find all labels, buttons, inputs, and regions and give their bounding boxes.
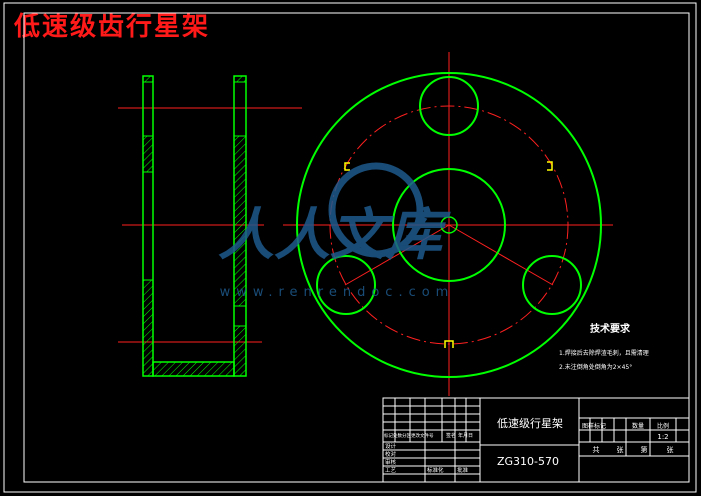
role-process: 工艺 — [385, 467, 397, 474]
sheet-total-unit: 张 — [617, 445, 624, 454]
role-standard: 标准化 — [427, 466, 444, 474]
watermark-text: 人人文库 — [218, 203, 451, 268]
title-block-text: 低速级行星架 ZG310-570 图样标记 数量 比例 1:2 共 张 第 张 … — [384, 417, 674, 474]
bolt-mark-left — [344, 162, 350, 171]
tech-req-item-1: 1.焊接后去除焊渣毛刺，且需清理 — [559, 349, 649, 357]
role-check: 校对 — [385, 450, 397, 458]
tech-requirements: 技术要求 1.焊接后去除焊渣毛刺，且需清理 2.未注倒角处倒角为2×45° — [559, 322, 649, 371]
watermark-logo-ring — [328, 162, 424, 258]
tech-req-heading: 技术要求 — [590, 322, 631, 335]
left-hatch-2 — [142, 279, 154, 377]
right-plate-cap — [233, 75, 247, 83]
sign-row-signature: 签名 — [446, 432, 456, 439]
role-approve: 批准 — [457, 466, 469, 474]
outer-border — [3, 2, 697, 493]
header-qty: 数量 — [632, 422, 644, 430]
sign-row-date: 年月日 — [458, 432, 473, 439]
planet-hole-lower-left — [316, 255, 376, 315]
header-marks: 图样标记 — [582, 422, 606, 430]
watermark: 人人文库 www.renrendoc.com — [218, 162, 455, 300]
hub-outer — [392, 168, 506, 282]
role-design: 设计 — [385, 442, 397, 450]
tech-req-item-2: 2.未注倒角处倒角为2×45° — [559, 363, 632, 371]
drawing-title: 低速级齿行星架 — [14, 12, 211, 42]
planet-hole-top — [419, 76, 479, 136]
bottom-web — [152, 361, 235, 377]
sheet-index-unit: 张 — [667, 445, 674, 454]
sign-row-changes: 标记处数分区更改文件号 — [384, 432, 434, 439]
sheet-index-label: 第 — [641, 445, 648, 454]
drawing-number: ZG310-570 — [497, 455, 559, 468]
centerline-to-lower-left — [344, 224, 450, 286]
inner-border — [23, 12, 690, 483]
pitch-circle — [329, 105, 569, 345]
role-review: 审核 — [385, 458, 397, 466]
header-scale: 比例 — [657, 422, 669, 430]
bolt-mark-bottom — [444, 340, 454, 348]
outer-flange — [296, 72, 602, 378]
title-block — [382, 397, 690, 483]
planet-hole-lower-right — [522, 255, 582, 315]
left-hatch-1 — [142, 135, 154, 173]
left-plate-cap — [142, 75, 154, 83]
front-view — [283, 52, 613, 396]
right-hatch-2 — [233, 325, 247, 377]
sheet-total-label: 共 — [593, 445, 600, 454]
section-view — [118, 75, 302, 377]
scale-value: 1:2 — [657, 433, 668, 441]
right-hatch-1 — [233, 135, 247, 307]
bolt-mark-right — [547, 161, 553, 171]
centerline-to-lower-right — [448, 224, 554, 286]
watermark-url: www.renrendoc.com — [220, 285, 455, 300]
part-name: 低速级行星架 — [497, 417, 563, 430]
hub-bore — [440, 216, 458, 234]
